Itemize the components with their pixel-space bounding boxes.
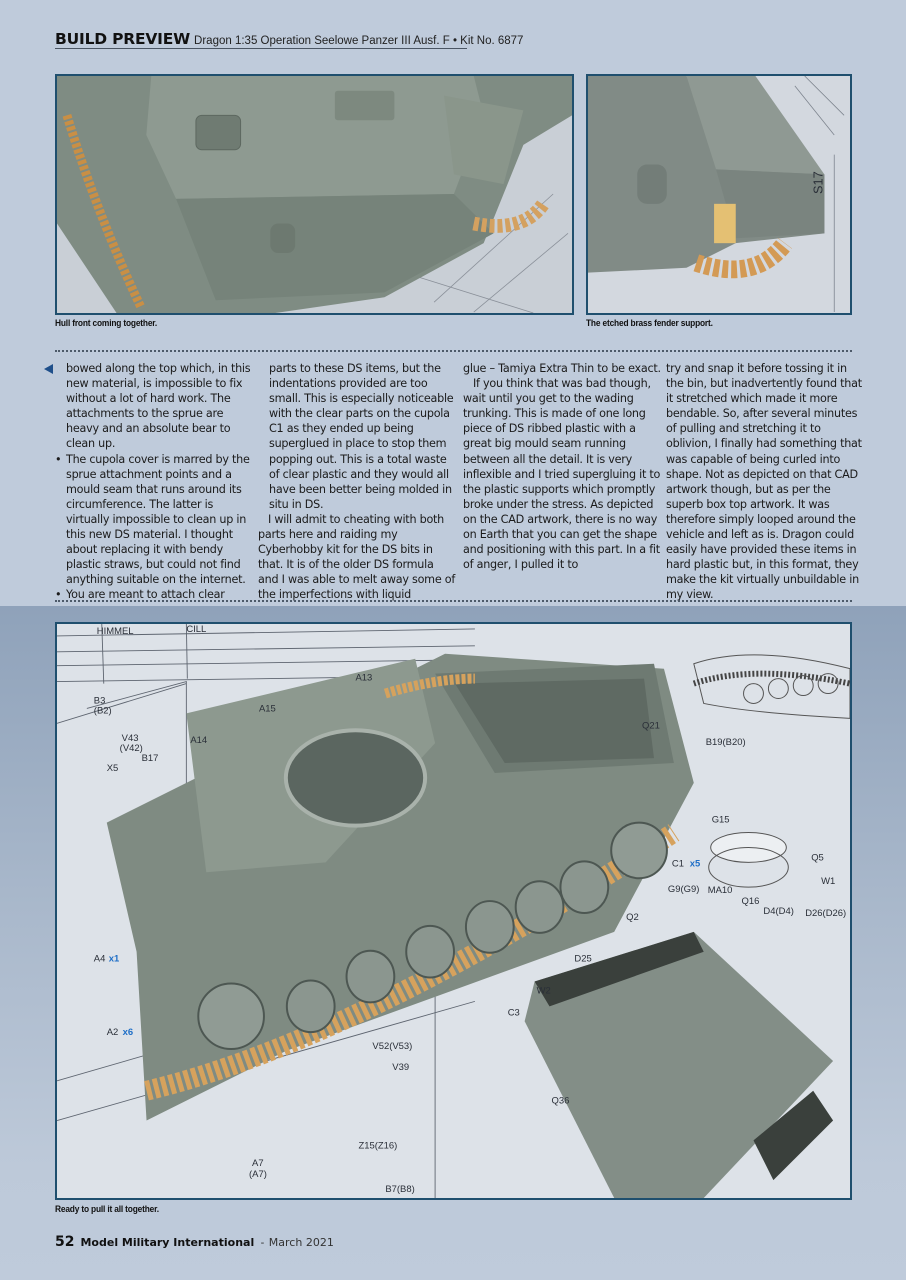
part-label: Q2 (626, 912, 639, 923)
article-bullet: The cupola cover is marred by the sprue … (55, 452, 253, 588)
part-label: MA10 (708, 885, 733, 896)
divider-bottom (55, 600, 852, 602)
article-paragraph: glue – Tamiya Extra Thin to be exact. (463, 362, 661, 375)
photo-assembly: HIMMEL CILL B3 (B2) V43 (V42) B17 X5 A15… (55, 622, 852, 1200)
part-label: Q5 (811, 852, 824, 863)
divider-top (55, 350, 852, 352)
part-label: Z15(Z16) (358, 1140, 397, 1151)
part-label: A13 (355, 673, 372, 684)
caption-hull-front: Hull front coming together. (55, 318, 158, 329)
article-column-3: glue – Tamiya Extra Thin to be exact. If… (463, 361, 661, 572)
part-label: B19(B20) (706, 737, 746, 748)
part-label: C1 (672, 858, 684, 869)
issue-date: March 2021 (268, 1236, 334, 1249)
part-label: V39 (392, 1062, 409, 1073)
caption-assembly: Ready to pull it all together. (55, 1204, 159, 1215)
part-label: Q16 (742, 896, 760, 907)
footer-separator: - (260, 1237, 265, 1249)
article-column-2: parts to these DS items, but the indenta… (258, 361, 456, 603)
part-label: B17 (142, 753, 159, 764)
article-paragraph: If you think that was bad though, wait u… (463, 377, 661, 572)
article-column-4: try and snap it before tossing it in the… (666, 361, 864, 603)
part-label: G9(G9) (668, 884, 699, 895)
part-label: D26(D26) (805, 908, 846, 919)
part-label: Q36 (552, 1096, 570, 1107)
assembly-image: HIMMEL CILL B3 (B2) V43 (V42) B17 X5 A15… (57, 624, 850, 1198)
part-label: X5 (107, 763, 119, 774)
part-label: A14 (190, 735, 207, 746)
article-paragraph: I will admit to cheating with both parts… (258, 512, 456, 602)
part-label: Q21 (642, 720, 660, 731)
part-badge: x1 (109, 954, 120, 965)
part-label: V43 (122, 733, 139, 744)
part-label: W2 (537, 985, 551, 996)
photo-hull-front (55, 74, 574, 315)
part-label: (V42) (120, 743, 143, 754)
fender-support-image: S17 (588, 76, 850, 313)
hull-front-image (57, 76, 572, 313)
part-badge: x5 (690, 858, 701, 869)
part-label: D25 (574, 954, 591, 965)
page-number: 52 (55, 1234, 75, 1250)
sheet-label: CILL (186, 624, 206, 635)
part-label: A7 (252, 1158, 264, 1169)
article-subtitle: Dragon 1:35 Operation Seelowe Panzer III… (194, 35, 524, 47)
section-kicker: BUILD PREVIEW (55, 30, 191, 48)
photo-fender-support: S17 (586, 74, 852, 315)
part-label: A15 (259, 703, 276, 714)
sheet-label: HIMMEL (97, 626, 134, 637)
page-footer: 52 Model Military International - March 2… (55, 1233, 334, 1251)
article-column-1: bowed along the top which, in this new m… (55, 361, 253, 603)
article-paragraph: try and snap it before tossing it in the… (666, 362, 862, 602)
part-label: C3 (508, 1007, 520, 1018)
part-label: V52(V53) (372, 1041, 412, 1052)
part-label: D4(D4) (763, 906, 793, 917)
magazine-title: Model Military International (80, 1236, 255, 1249)
part-label: G15 (712, 815, 730, 826)
part-label: A2 (107, 1027, 119, 1038)
continued-arrow-icon (44, 364, 53, 374)
part-badge: x6 (123, 1027, 134, 1038)
article-paragraph: bowed along the top which, in this new m… (66, 362, 251, 451)
part-label: S17 (810, 171, 825, 194)
part-label: W1 (821, 876, 835, 887)
article-bullet: You are meant to attach clear (55, 587, 253, 602)
part-label: B7(B8) (385, 1184, 414, 1195)
caption-fender-support: The etched brass fender support. (586, 318, 713, 329)
article-paragraph: parts to these DS items, but the indenta… (269, 362, 454, 511)
part-label: (B2) (94, 705, 112, 716)
part-label: B3 (94, 695, 106, 706)
part-label: A4 (94, 954, 106, 965)
part-label: (A7) (249, 1169, 267, 1180)
